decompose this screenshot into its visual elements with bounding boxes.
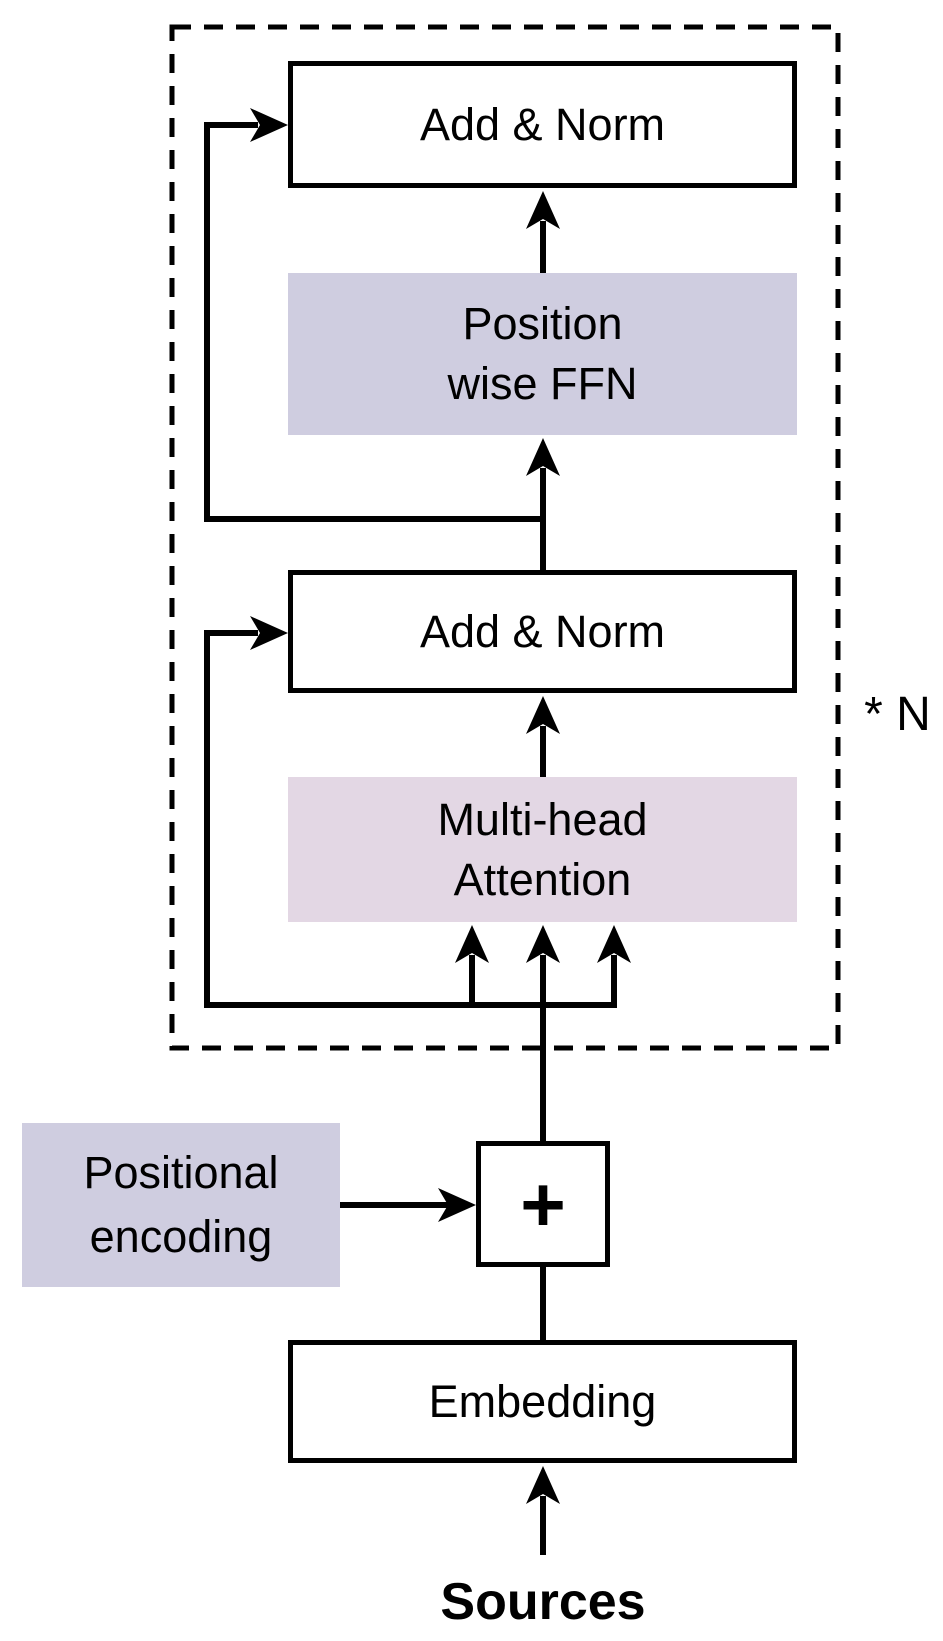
repeat-n-label: * N [845,685,943,745]
arrowhead-up-addnorm-mid [526,696,560,734]
arrowhead-right-plus [438,1188,476,1222]
arrowhead-up-mha-left [455,925,489,963]
positional-encoding-block: Positional encoding [22,1123,340,1287]
position-wise-ffn-block: Position wise FFN [288,273,797,435]
embedding-label: Embedding [428,1375,657,1427]
arrowhead-up-embedding [526,1466,560,1504]
add-norm-mid-label: Add & Norm [419,605,666,657]
posenc-label-line1: Positional [83,1147,279,1198]
repeat-n-text: * N [864,688,931,741]
posenc-label-line2: encoding [89,1211,273,1262]
arrowhead-up-ffn [526,438,560,476]
repeat-region-dashed-border [169,24,841,1051]
add-norm-mid-block: Add & Norm [288,570,797,693]
arrowhead-up-mha-right [597,925,631,963]
mha-label-line1: Multi-head [437,793,648,845]
arrowhead-up-mha-center [526,925,560,963]
add-norm-top-label: Add & Norm [419,98,666,150]
arrowhead-right-addnorm-mid [250,616,288,650]
plus-sign: + [520,1160,566,1248]
embedding-block: Embedding [288,1340,797,1463]
multi-head-attention-block: Multi-head Attention [288,777,797,922]
sources-label: Sources [393,1572,693,1632]
arrowhead-up-addnorm-top [526,191,560,229]
mha-label-line2: Attention [453,853,632,905]
ffn-label-line2: wise FFN [447,358,638,409]
ffn-label-line1: Position [462,298,623,349]
add-operator-block: + [476,1141,610,1267]
sources-text: Sources [440,1573,646,1631]
add-norm-top-block: Add & Norm [288,61,797,188]
arrowhead-right-addnorm-top [250,108,288,142]
